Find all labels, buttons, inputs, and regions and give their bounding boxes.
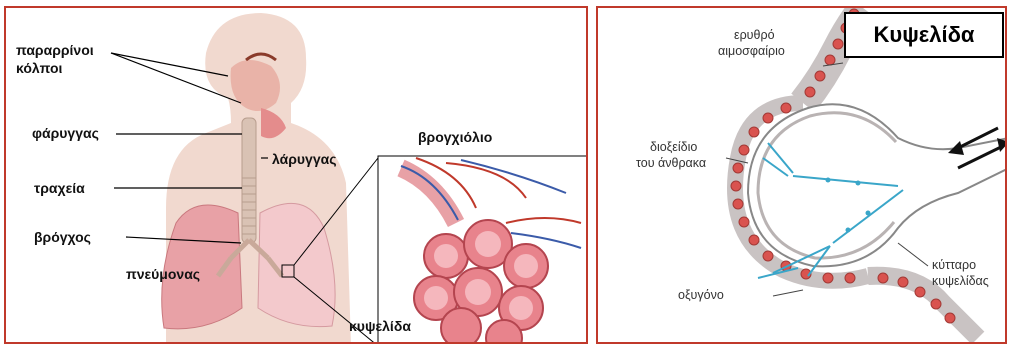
trachea-tube bbox=[242, 118, 256, 243]
respiratory-system-panel: παραρρίνοι κόλποι φάρυγγας λάρυγγας τραχ… bbox=[4, 6, 588, 344]
label-oxygen: οξυγόνο bbox=[678, 288, 724, 303]
label-co2-2: του άνθρακα bbox=[636, 156, 706, 171]
label-alveolar-cell: κύτταρο bbox=[932, 258, 976, 273]
label-pharynx: φάρυγγας bbox=[32, 125, 99, 141]
label-co2: διοξείδιο bbox=[650, 140, 697, 155]
label-larynx: λάρυγγας bbox=[272, 151, 337, 167]
label-red-blood-cell: ερυθρό bbox=[734, 28, 775, 43]
label-bronchus: βρόγχος bbox=[34, 229, 91, 245]
label-bronchiole: βρογχιόλιο bbox=[418, 129, 492, 145]
label-red-blood-cell-2: αιμοσφαίριο bbox=[718, 44, 785, 59]
label-trachea: τραχεία bbox=[34, 180, 85, 196]
respiratory-system-illustration bbox=[6, 8, 588, 344]
alveolus-illustration bbox=[598, 8, 1007, 344]
alveolus-panel: Κυψελίδα ερυθρό αιμοσφαίριο διοξείδιο το… bbox=[596, 6, 1007, 344]
label-alveolar-cell-2: κυψελίδας bbox=[932, 274, 989, 289]
label-lung: πνεύμονας bbox=[126, 266, 200, 282]
label-alveolus: κυψελίδα bbox=[349, 318, 411, 334]
panel-title: Κυψελίδα bbox=[844, 12, 1004, 58]
label-sinuses-2: κόλποι bbox=[16, 60, 62, 76]
label-sinuses: παραρρίνοι bbox=[16, 42, 94, 58]
